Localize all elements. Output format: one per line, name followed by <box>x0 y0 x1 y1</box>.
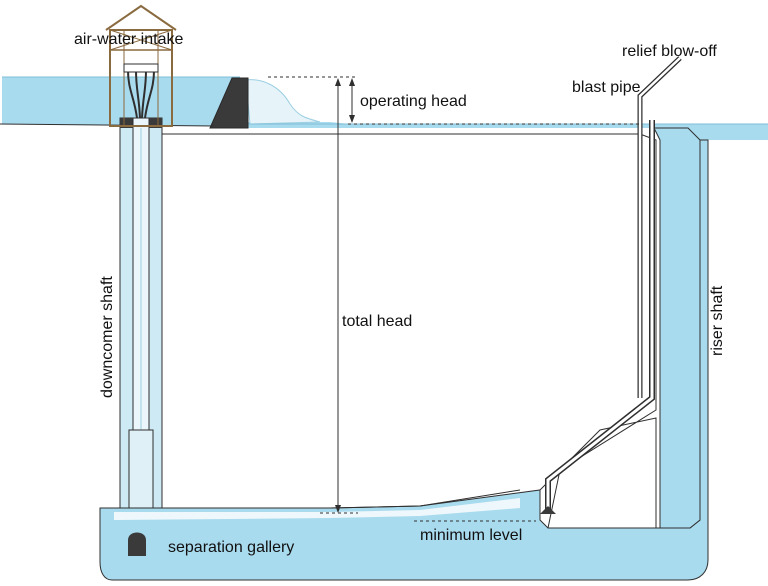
gallery-entrance <box>128 532 146 556</box>
intake-house <box>105 4 177 127</box>
minimum-level-label: minimum level <box>420 527 522 544</box>
relief-blow-off-inner <box>638 57 681 398</box>
gallery-ceiling <box>162 489 521 509</box>
riser-shaft-label: riser shaft <box>709 285 726 356</box>
intake-tubes <box>123 63 159 119</box>
downcomer-pipe-bell <box>128 429 154 511</box>
blast-pipe-inner <box>546 120 654 514</box>
downcomer-shaft-label: downcomer shaft <box>99 276 116 398</box>
blast-pipe-label: blast pipe <box>572 79 641 96</box>
spillway-foam <box>245 79 321 125</box>
separation-gallery-label: separation gallery <box>168 539 294 556</box>
operating-head-label: operating head <box>360 93 467 110</box>
ground-surface <box>0 123 215 127</box>
blast-pipe <box>545 120 655 514</box>
dam <box>209 77 249 129</box>
upstream-water <box>2 77 240 126</box>
separation-gallery <box>99 139 709 581</box>
total-head-dimension <box>320 78 358 514</box>
total-head-label: total head <box>342 313 412 330</box>
separation-gallery-foam <box>114 498 520 520</box>
operating-head-dimension <box>268 76 640 125</box>
cavity-outline <box>162 133 657 529</box>
relief-blow-off-label: relief blow-off <box>622 43 717 60</box>
riser-shaft <box>653 127 701 529</box>
air-water-intake-label: air-water intake <box>74 31 183 48</box>
blast-pipe-outlet <box>540 506 556 514</box>
